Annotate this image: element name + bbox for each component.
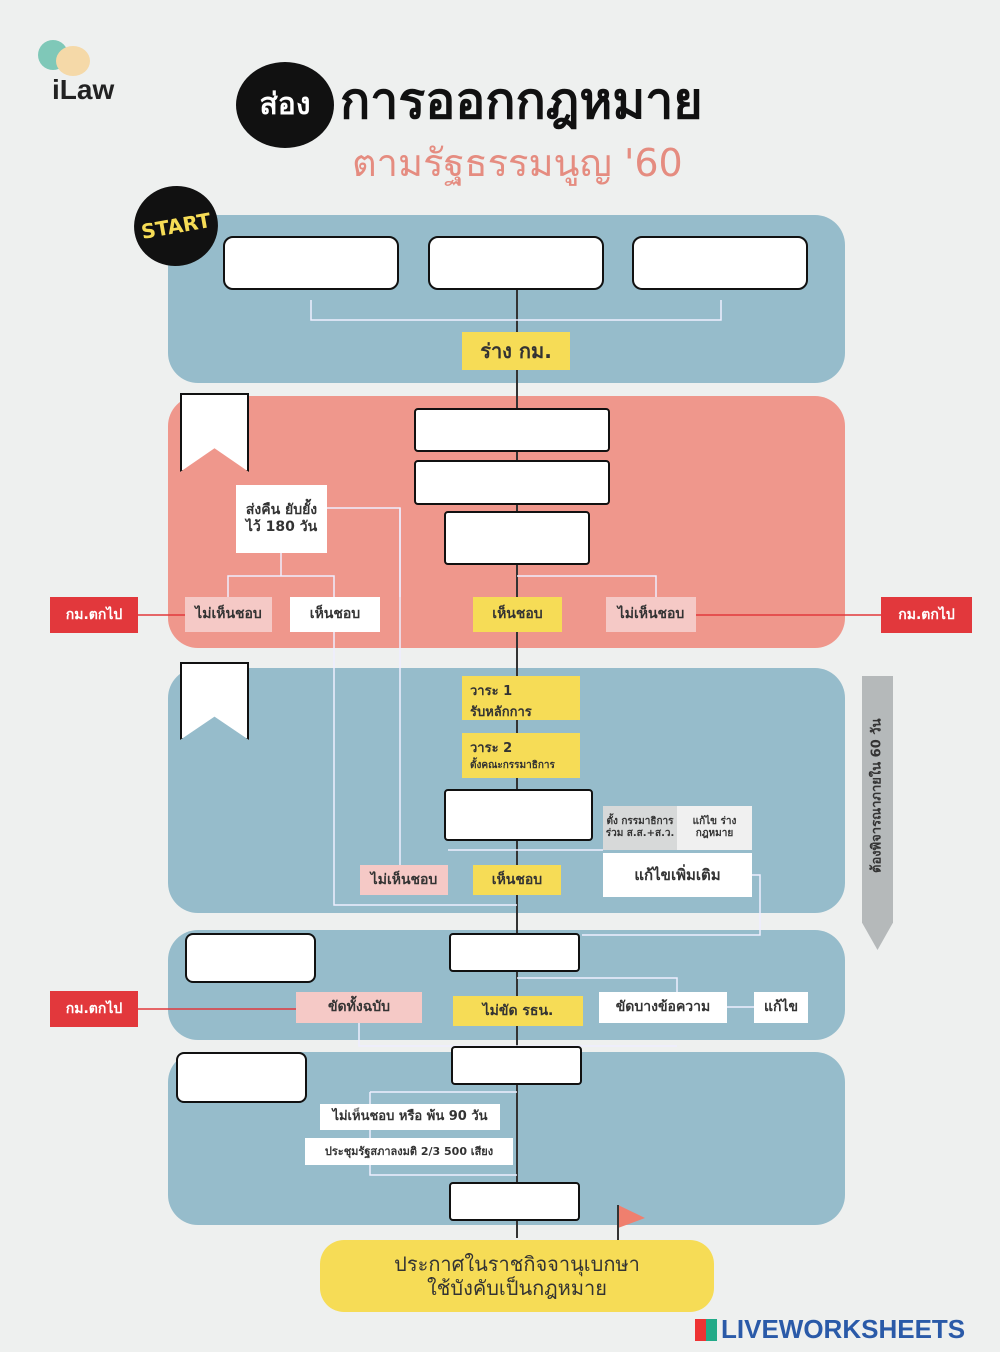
reject-right: ไม่เห็นชอบ <box>606 597 696 632</box>
answer-input-9[interactable] <box>449 933 582 972</box>
dropped-court: กม.ตกไป <box>50 991 138 1027</box>
title-badge: ส่อง <box>236 62 334 148</box>
dropped-right: กม.ตกไป <box>881 597 972 633</box>
deadline-arrow <box>862 676 893 950</box>
fix-box: แก้ไข <box>754 992 808 1023</box>
approve-center: เห็นชอบ <box>473 597 562 632</box>
reject-or-90-days: ไม่เห็นชอบ หรือ พ้น 90 วัน <box>320 1104 500 1130</box>
answer-input-6[interactable] <box>444 511 592 565</box>
draft-box: ร่าง กม. <box>462 332 570 370</box>
dropped-left: กม.ตกไป <box>50 597 138 633</box>
answer-field[interactable] <box>187 935 318 983</box>
amend-draft: แก้ไข ร่างกฎหมาย <box>677 806 752 850</box>
answer-input-2[interactable] <box>428 236 606 290</box>
answer-field[interactable] <box>453 1048 584 1085</box>
joint-committee: ตั้ง กรรมาธิการ ร่วม ส.ส.+ส.ว. <box>603 806 677 850</box>
answer-input-1[interactable] <box>223 236 401 290</box>
bookmark-label-2 <box>180 662 249 740</box>
answer-input-12[interactable] <box>449 1182 582 1221</box>
reject-left: ไม่เห็นชอบ <box>185 597 272 632</box>
return-note: ส่งคืน ยับยั้งไว้ 180 วัน <box>236 485 327 553</box>
conflict-all: ขัดทั้งฉบับ <box>296 992 422 1023</box>
answer-field[interactable] <box>416 462 612 505</box>
answer-field[interactable] <box>416 410 612 452</box>
answer-field[interactable] <box>446 513 592 565</box>
answer-input-4[interactable] <box>414 408 612 452</box>
answer-input-3[interactable] <box>632 236 810 290</box>
answer-field[interactable] <box>225 238 401 290</box>
answer-field[interactable] <box>430 238 606 290</box>
answer-input-10[interactable] <box>176 1052 309 1103</box>
answer-input-5[interactable] <box>414 460 612 505</box>
answer-field[interactable] <box>451 935 582 972</box>
answer-input-7[interactable] <box>444 789 595 841</box>
answer-field[interactable] <box>446 791 595 841</box>
answer-input-11[interactable] <box>451 1046 584 1085</box>
amend-more: แก้ไขเพิ่มเติม <box>603 853 752 897</box>
no-conflict: ไม่ขัด รธน. <box>453 996 583 1026</box>
answer-field[interactable] <box>634 238 810 290</box>
answer-input-8[interactable] <box>185 933 318 983</box>
senate-approve: เห็นชอบ <box>473 865 561 895</box>
approve-left: เห็นชอบ <box>290 597 380 632</box>
conflict-part: ขัดบางข้อความ <box>599 992 727 1023</box>
answer-field[interactable] <box>451 1184 582 1221</box>
liveworksheets-logo-icon <box>695 1318 717 1341</box>
page-subtitle: ตามรัฐธรรมนูญ '60 <box>352 141 683 185</box>
deadline-note: ต้องพิจารณาภายใน 60 วัน <box>869 718 885 874</box>
liveworksheets-footer: LIVEWORKSHEETS <box>695 1314 965 1345</box>
ilaw-logo: iLaw <box>38 40 138 106</box>
parliament-vote: ประชุมรัฐสภาลงมติ 2/3 500 เสียง <box>305 1138 513 1165</box>
speech-bubble-icon <box>56 46 90 76</box>
answer-field[interactable] <box>178 1054 309 1103</box>
page-title: การออกกฎหมาย <box>340 72 703 130</box>
senate-reject: ไม่เห็นชอบ <box>360 865 448 895</box>
final-box: ประกาศในราชกิจจานุเบกษาใช้บังคับเป็นกฎหม… <box>320 1240 714 1312</box>
